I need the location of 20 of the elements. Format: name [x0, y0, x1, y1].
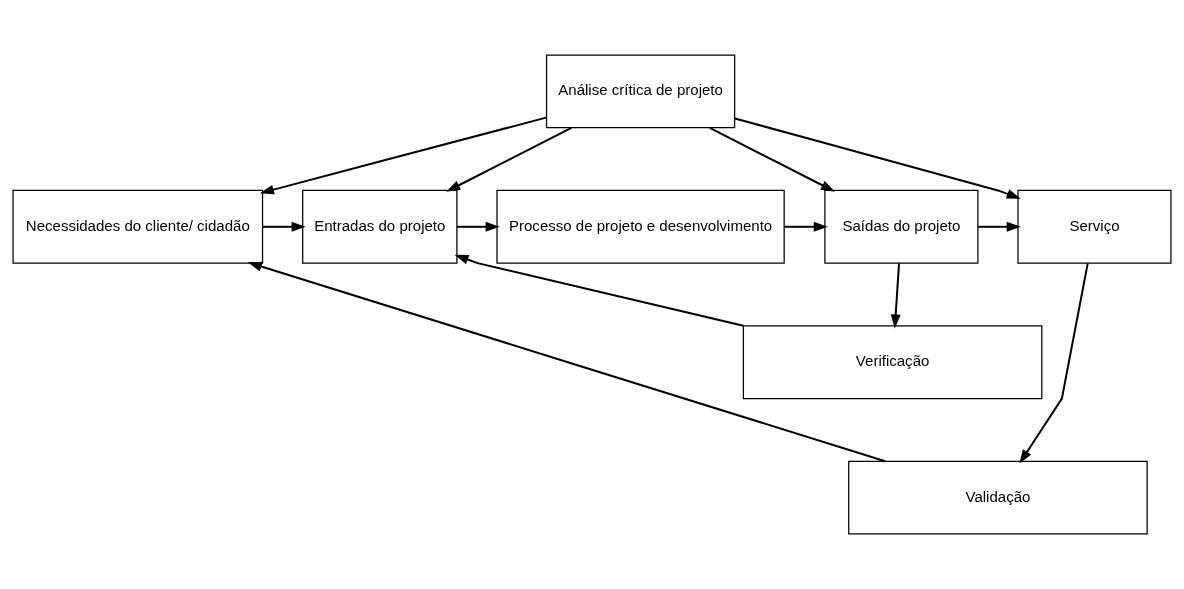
- arrow: [247, 261, 886, 463]
- node-box: Necessidades do cliente/ cidadão: [12, 189, 264, 264]
- arrow: [734, 117, 1021, 199]
- node-box: Processo de projeto e desenvolvimento: [496, 189, 785, 264]
- arrow: [259, 116, 547, 195]
- arrow: [454, 254, 744, 327]
- arrow: [784, 221, 828, 232]
- node-box: Serviço: [1017, 189, 1172, 264]
- node-box: Verificação: [742, 325, 1043, 400]
- arrow: [709, 127, 836, 192]
- node-box: Validação: [848, 460, 1148, 535]
- arrow: [890, 263, 901, 329]
- node-box: Análise crítica de projeto: [545, 54, 736, 129]
- arrow: [1019, 263, 1089, 464]
- arrow: [262, 221, 306, 232]
- node-box: Saídas do projeto: [824, 189, 979, 264]
- arrow: [457, 221, 500, 232]
- arrow: [978, 221, 1021, 232]
- arrow: [446, 127, 572, 192]
- node-box: Entradas do projeto: [302, 189, 458, 264]
